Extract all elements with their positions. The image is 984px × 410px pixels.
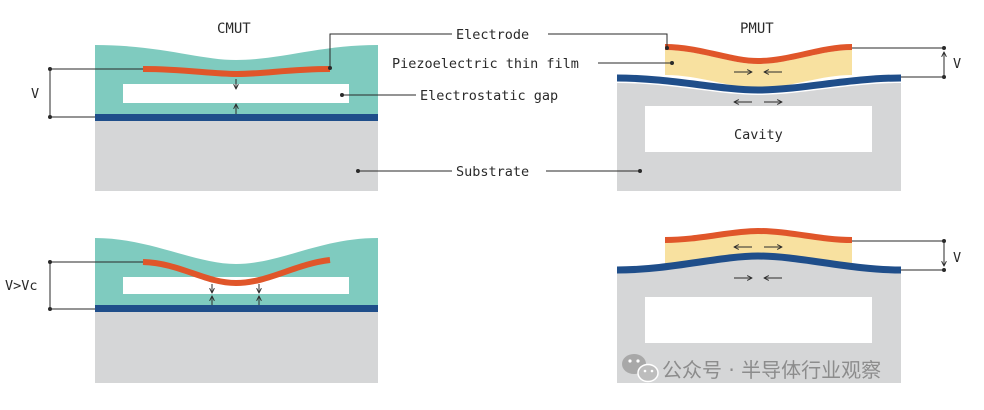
cmut-top-device: V xyxy=(31,45,378,191)
cmut-bottom-membrane xyxy=(95,238,378,306)
cmut-title: CMUT xyxy=(217,21,251,37)
cmut-top-substrate xyxy=(95,120,378,191)
cmut-top-bottom-electrode xyxy=(95,114,378,121)
electrode-callout: Electrode xyxy=(328,27,669,70)
watermark: 公众号 · 半导体行业观察 xyxy=(622,354,881,383)
cmut-bottom-substrate xyxy=(95,312,378,383)
pmut-top-device: Cavity V xyxy=(616,44,961,191)
pmut-top-cavity xyxy=(645,106,872,152)
wechat-icon xyxy=(622,354,659,383)
cmut-bottom-bottom-electrode xyxy=(95,305,378,312)
pmut-title: PMUT xyxy=(740,21,774,37)
pmut-bottom-bottom-electrode xyxy=(616,252,902,274)
pmut-bottom-electrode xyxy=(664,227,853,243)
pmut-bottom-voltage-bracket xyxy=(852,240,944,271)
cmut-top-voltage-bracket xyxy=(49,68,143,118)
pmut-top-cavity-label: Cavity xyxy=(734,127,783,143)
watermark-text: 公众号 · 半导体行业观察 xyxy=(662,358,881,382)
substrate-label: Substrate xyxy=(456,164,529,180)
cmut-bottom-electrode xyxy=(142,257,331,287)
cmut-bottom-voltage-label: V>Vc xyxy=(5,278,38,294)
pmut-bottom-cavity xyxy=(645,297,872,343)
pmut-bottom-device: V xyxy=(616,227,961,383)
cmut-top-gap xyxy=(123,84,349,103)
cmut-top-voltage-label: V xyxy=(31,86,39,102)
pmut-top-electrode xyxy=(664,44,853,65)
gap-callout: Electrostatic gap xyxy=(340,88,558,104)
pmut-top-bottom-electrode xyxy=(616,74,902,94)
pmut-top-voltage-bracket xyxy=(852,47,944,78)
pmut-bottom-voltage-label: V xyxy=(953,250,961,266)
substrate-callout: Substrate xyxy=(356,164,642,180)
piezo-label: Piezoelectric thin film xyxy=(392,56,579,72)
pmut-top-piezo-film xyxy=(665,50,852,88)
pmut-top-voltage-label: V xyxy=(953,56,961,72)
cmut-bottom-device: V>Vc xyxy=(5,238,378,383)
electrode-label: Electrode xyxy=(456,27,529,43)
piezo-callout: Piezoelectric thin film xyxy=(392,56,674,72)
gap-label: Electrostatic gap xyxy=(420,88,558,104)
cmut-top-electrode xyxy=(142,66,331,78)
cmut-bottom-voltage-bracket xyxy=(49,261,143,310)
